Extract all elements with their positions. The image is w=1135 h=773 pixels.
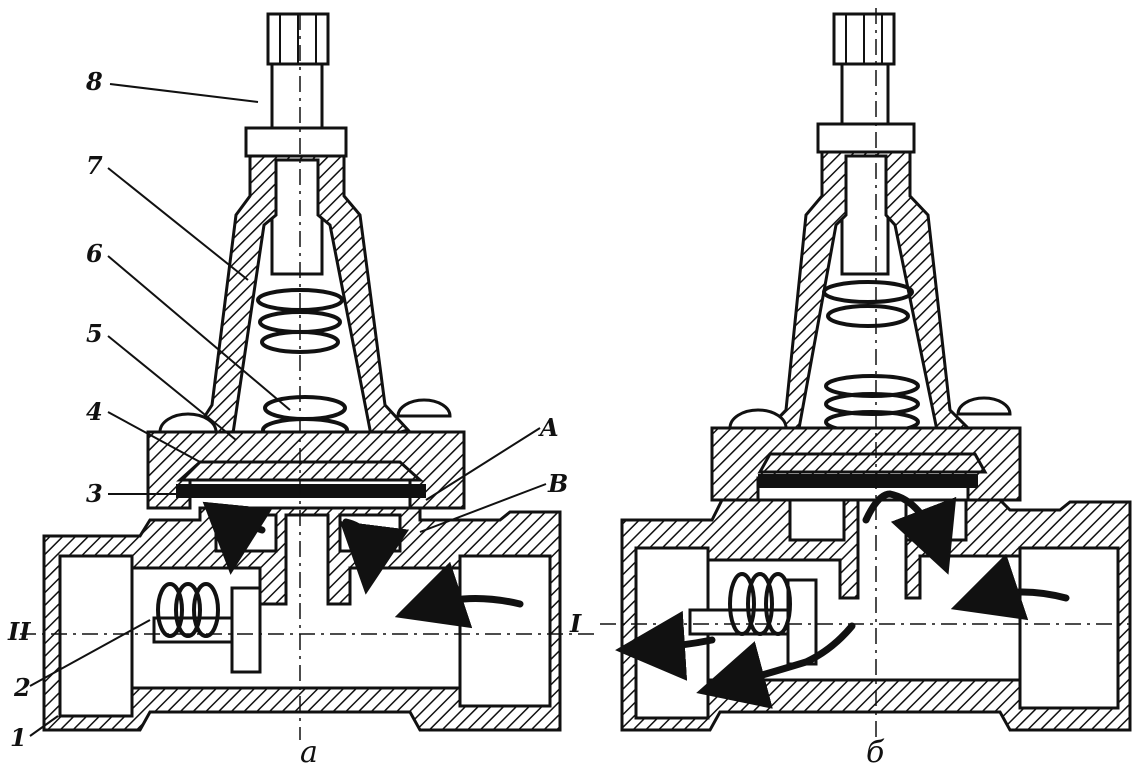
flow-arrow-disc xyxy=(696,622,856,709)
flow-arrow-outlet xyxy=(615,610,716,681)
valve-disc xyxy=(230,586,262,674)
spring-lower xyxy=(824,374,920,434)
diaphragm xyxy=(758,474,978,488)
valve-spring xyxy=(156,582,220,638)
label-chamber-a: A xyxy=(538,413,559,442)
caption-figure-a: a xyxy=(300,735,318,770)
spring-upper xyxy=(822,280,914,328)
label-part-8: 8 xyxy=(85,67,103,96)
pressure-plate xyxy=(757,452,988,474)
lock-nut xyxy=(816,122,916,154)
label-part-5: 5 xyxy=(86,319,103,348)
flow-arrow-inlet xyxy=(394,561,524,629)
label-part-1: 1 xyxy=(10,723,27,752)
flow-arrow-inlet xyxy=(950,553,1070,621)
label-port-ii: II xyxy=(7,617,31,646)
valve-spring xyxy=(728,572,792,636)
label-part-4: 4 xyxy=(86,397,103,426)
adjusting-stem xyxy=(270,62,324,276)
bonnet-cone xyxy=(193,154,411,442)
label-part-3: 3 xyxy=(86,479,103,508)
flow-arrow-chamber xyxy=(202,501,273,575)
flow-arrow-passage xyxy=(339,518,410,595)
label-port-i: I xyxy=(569,609,582,638)
valve-disc xyxy=(786,578,818,666)
label-chamber-b: B xyxy=(547,469,568,498)
figure-b xyxy=(600,8,1132,740)
caption-figure-b: б xyxy=(866,735,885,770)
label-part-7: 7 xyxy=(86,151,103,180)
diaphragm xyxy=(176,484,426,498)
label-part-6: 6 xyxy=(86,239,103,268)
flow-arrow-bypass xyxy=(862,490,957,575)
lock-nut xyxy=(244,126,348,158)
bonnet-cone xyxy=(759,150,978,447)
figure-a xyxy=(20,12,600,740)
adjusting-stem xyxy=(840,62,890,276)
label-part-2: 2 xyxy=(13,673,31,702)
